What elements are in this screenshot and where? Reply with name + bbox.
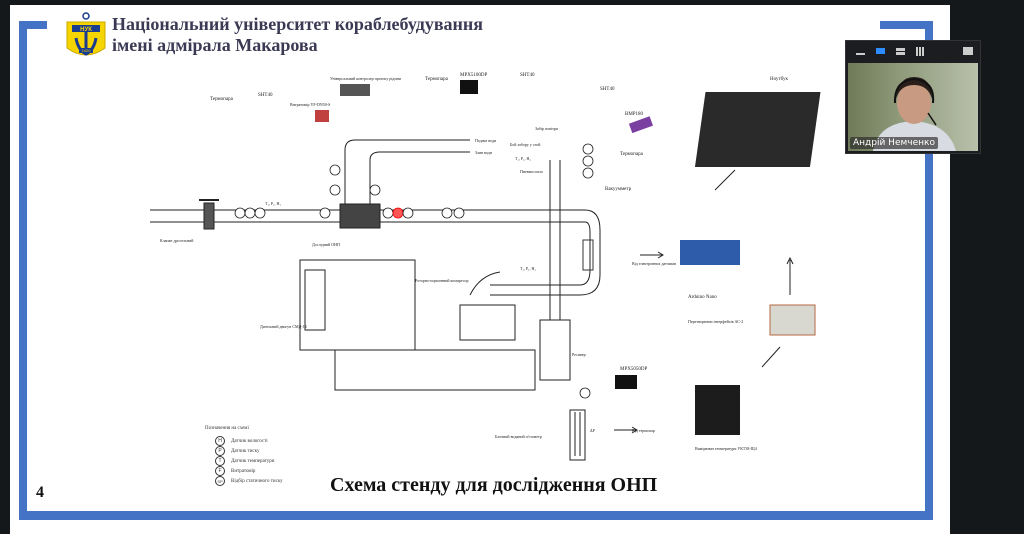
- engine-base: [334, 349, 536, 391]
- label-arduino: Arduino Nano: [688, 295, 717, 300]
- test-bench-diagram: Термопара SHT40 Витратомір YF-DN50-S Уні…: [150, 73, 821, 461]
- university-logo: НУК 1920: [66, 12, 106, 56]
- slide-frame-top-right: [880, 21, 933, 29]
- legend-item: F Витратомір: [215, 466, 283, 476]
- legend-item: H Датчик вологості: [215, 436, 283, 446]
- controller-image: [340, 84, 370, 96]
- flowmeter-image: [315, 110, 329, 122]
- logo-text: НУК: [80, 27, 92, 33]
- label-receiver: Ресивер: [572, 352, 586, 357]
- pop-out-icon[interactable]: [962, 46, 974, 56]
- label-intake: Забір повітря: [535, 126, 558, 131]
- diesel-engine: [299, 259, 416, 351]
- university-title-line1: Національний університет кораблебудуванн…: [112, 14, 484, 34]
- riser-outlet: [369, 151, 470, 204]
- label-tph-main: T₁, P₁, H₁: [265, 201, 281, 207]
- legend-label: Відбір статичного тиску: [231, 478, 283, 484]
- participant-video: Андрій Немченко: [848, 63, 978, 151]
- meter-image: [695, 385, 740, 435]
- legend-label: Витратомір: [231, 468, 256, 474]
- label-bmp180: BMP180: [625, 112, 644, 117]
- label-laptop: Ноутбук: [770, 77, 788, 82]
- label-flowmeter: Витратомір YF-DN50-S: [290, 102, 330, 107]
- bmp180-image: [628, 116, 653, 134]
- static-pressure-icon: SP: [215, 476, 225, 486]
- riser-inlet: [344, 139, 470, 204]
- logo-year: 1920: [82, 48, 92, 53]
- label-manometer: Блочний водяний п'єзометр: [495, 434, 542, 439]
- slide-number: 4: [36, 484, 44, 501]
- label-vacuum-gauge: Вакуумметр: [605, 187, 632, 192]
- slide-frame-bottom: [19, 511, 933, 520]
- label-nozzle: Пневмосопло: [520, 169, 543, 174]
- slide-frame-left: [19, 21, 27, 519]
- webcam-toolbar: [846, 41, 980, 61]
- label-from-sensors: Від електронних датчиків: [632, 261, 676, 266]
- legend-label: Датчик вологості: [231, 438, 268, 444]
- slide-frame-right: [925, 21, 933, 519]
- manometer: [569, 409, 586, 461]
- heat-exchanger-coil: [582, 239, 594, 271]
- label-controller: Універсальний контролер протоку рідини: [330, 76, 402, 81]
- label-sht40-mid: SHT40: [520, 73, 535, 78]
- label-outlet-water: Злив води: [475, 150, 493, 155]
- label-delta-p: ΔP: [590, 428, 596, 433]
- temperature-sensor-icon: T: [215, 456, 225, 466]
- legend-label: Датчик температури: [231, 458, 275, 464]
- minimize-icon[interactable]: [854, 46, 866, 56]
- pipe-bend-right: [490, 209, 601, 296]
- label-thermocouple-mid: Термопара: [425, 77, 449, 82]
- label-thermocouple-left: Термопара: [210, 97, 234, 102]
- webcam-panel[interactable]: Андрій Немченко: [845, 40, 981, 154]
- receiver: [539, 319, 571, 381]
- pressure-sensor-icon: P: [215, 446, 225, 456]
- label-tph-compressor: T₁, P₁, H₁: [520, 266, 536, 272]
- laser-pointer: [392, 207, 404, 219]
- label-inlet-water: Подача води: [475, 138, 497, 143]
- legend-heading: Позначення на схемі: [205, 426, 249, 431]
- university-title: Національний університет кораблебудуванн…: [112, 14, 483, 56]
- label-meter: Вимірювач температури УКТ38-Щ4: [695, 446, 757, 451]
- label-mpx-top: MPX5100DP: [460, 73, 487, 78]
- laptop-image: [694, 92, 821, 167]
- flowmeter-icon: F: [215, 466, 225, 476]
- slide-title: Схема стенду для дослідження ОНП: [330, 474, 658, 496]
- arduino-image: [680, 240, 740, 265]
- compressor: [459, 304, 516, 341]
- label-sht40-right: SHT40: [600, 87, 615, 92]
- gallery-view-icon[interactable]: [914, 46, 926, 56]
- label-diesel: Дизельний двигун СМД-14: [260, 324, 307, 329]
- label-mpx-bottom: MPX5050DP: [620, 367, 647, 372]
- label-onp: Дослідний ОНП: [312, 242, 340, 247]
- label-from-thermocouples: Від термопар: [632, 428, 655, 433]
- legend-item: SP Відбір статичного тиску: [215, 476, 283, 486]
- onp-body: [339, 203, 381, 229]
- mpx5100-image: [460, 80, 478, 94]
- university-title-line2: імені адмірала Макарова: [112, 35, 318, 55]
- throttle-valve: [203, 202, 215, 230]
- legend-item: T Датчик температури: [215, 456, 283, 466]
- label-throttle-valve: Клапан дросельний: [160, 238, 194, 243]
- converter-image: [769, 304, 816, 336]
- speaker-view-icon[interactable]: [874, 46, 886, 56]
- slide-frame-top-left: [19, 21, 47, 29]
- legend-label: Датчик тиску: [231, 448, 260, 454]
- label-thermocouple-right: Термопара: [620, 152, 644, 157]
- label-air-intake: Бой забору у стой: [510, 142, 541, 147]
- label-tph-top: T₁, P₁, H₁: [515, 156, 531, 162]
- label-compressor: Роторно-поршневий компресор: [415, 278, 469, 283]
- label-converter: Перетворювач інтерфейсів АС-2: [688, 319, 743, 324]
- humidity-sensor-icon: H: [215, 436, 225, 446]
- legend-item: P Датчик тиску: [215, 446, 283, 456]
- mpx5050-image: [615, 375, 637, 389]
- stacked-view-icon[interactable]: [894, 46, 906, 56]
- label-sht40-left: SHT40: [258, 93, 273, 98]
- participant-name: Андрій Немченко: [850, 137, 938, 149]
